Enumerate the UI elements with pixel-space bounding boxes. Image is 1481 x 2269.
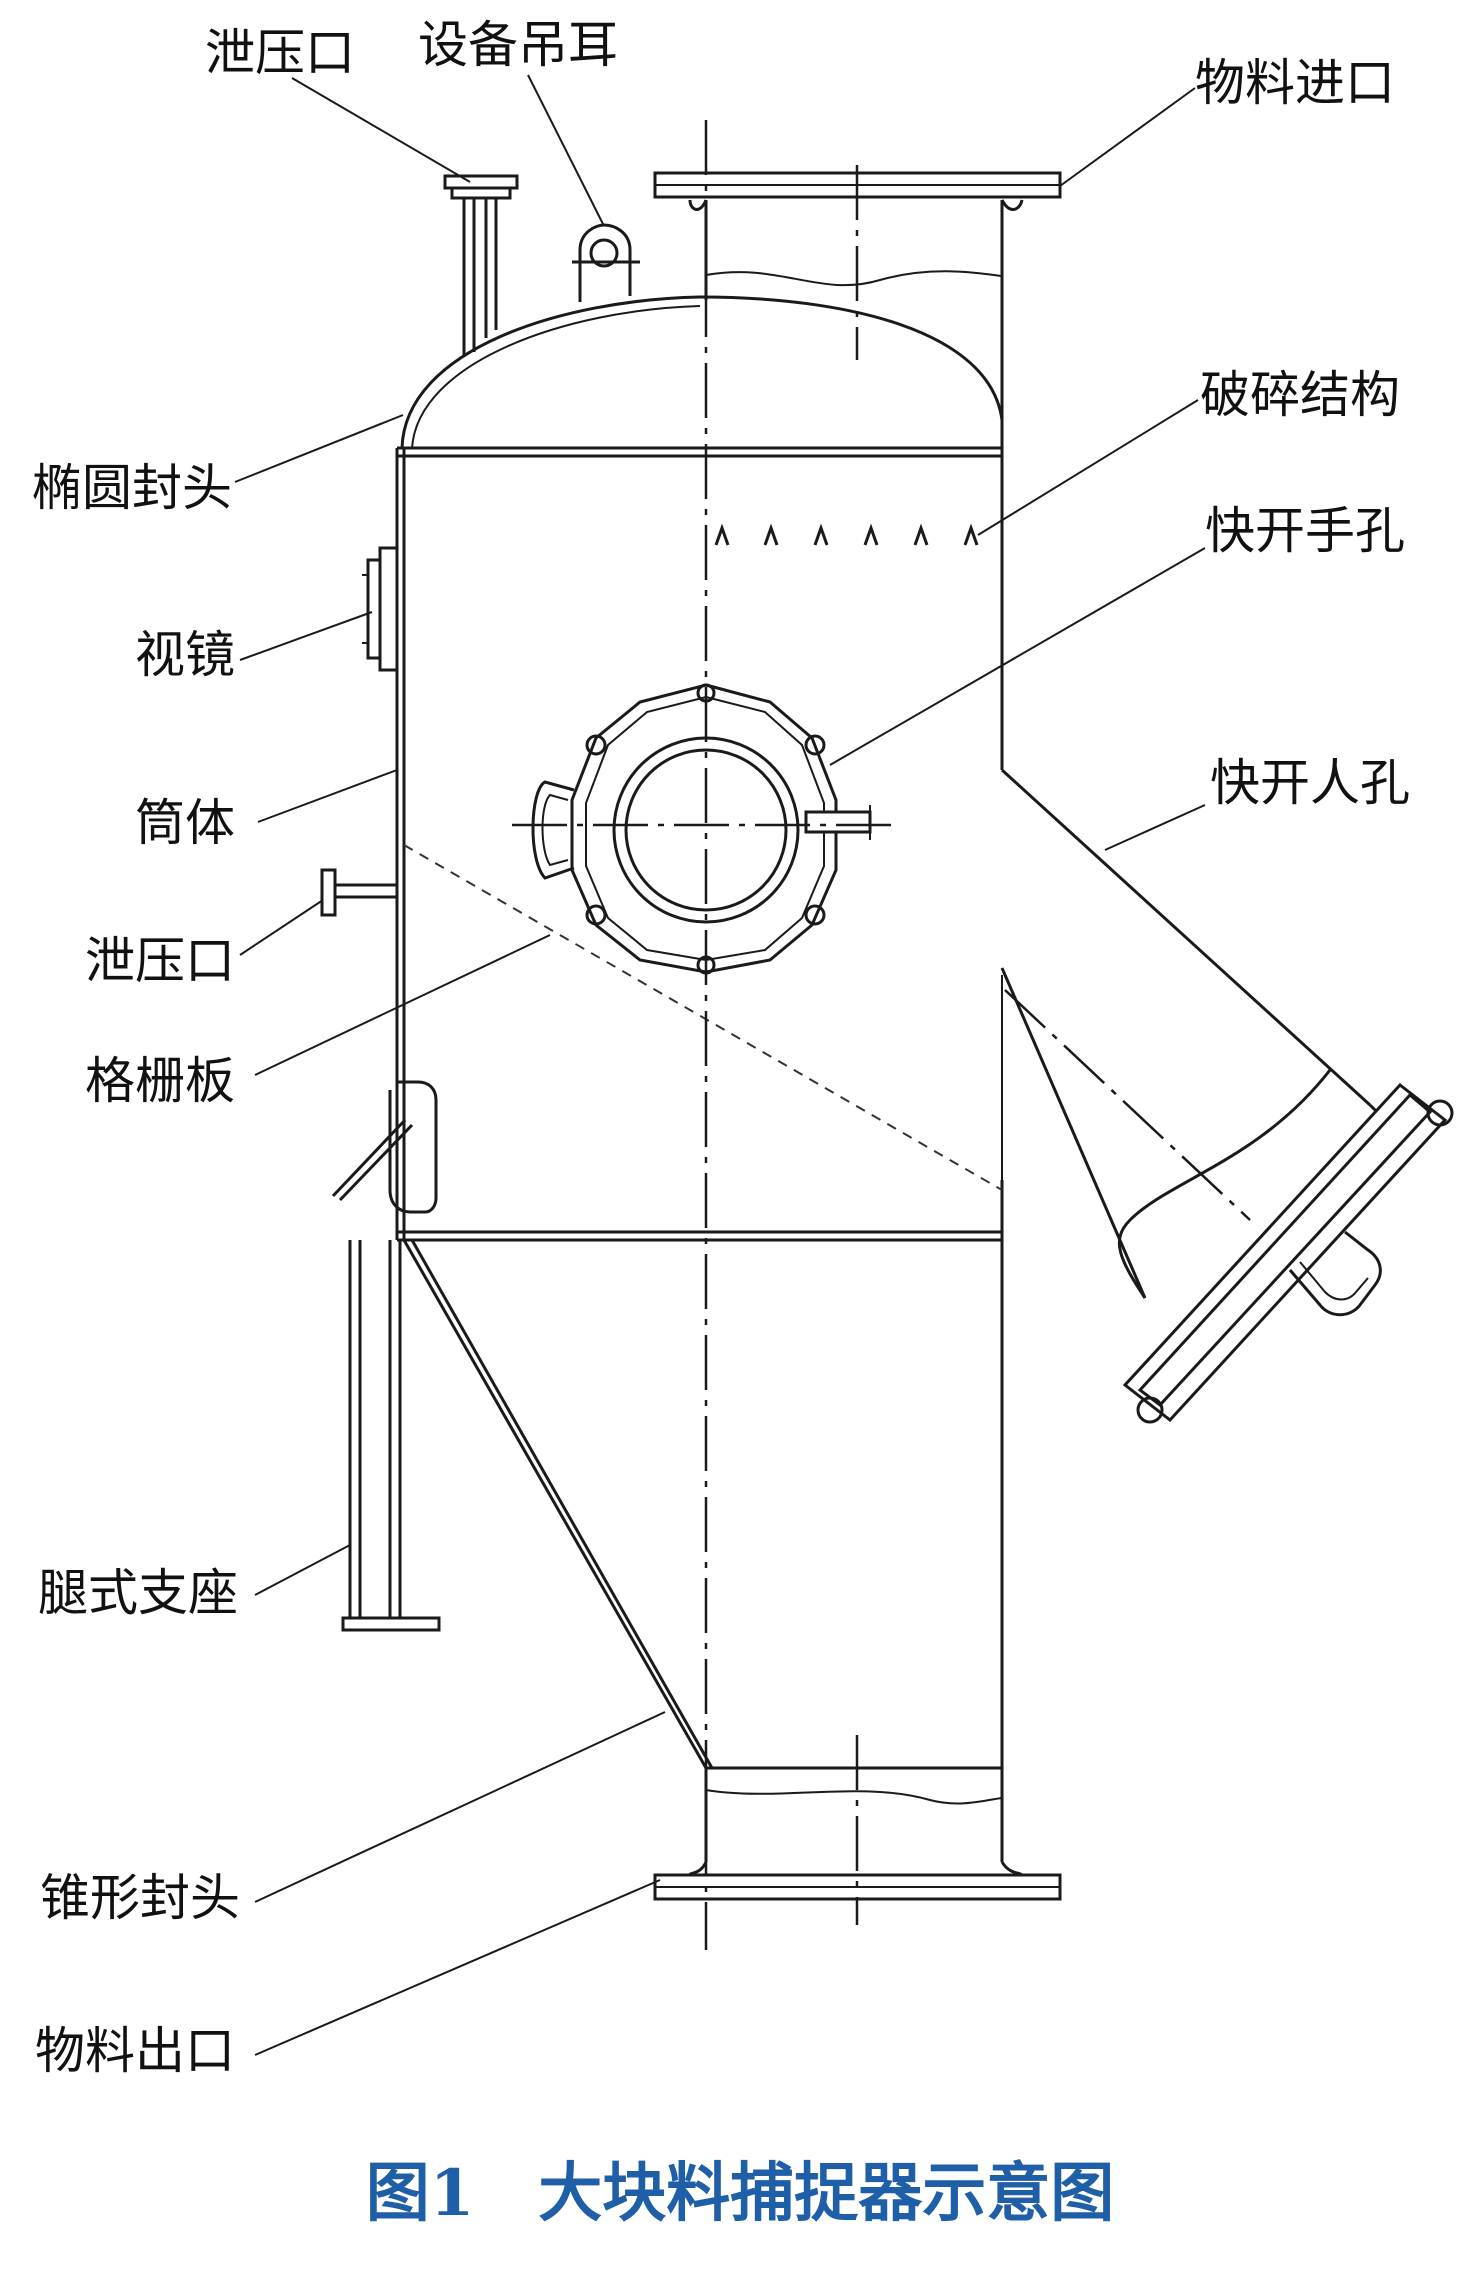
crushing-structure bbox=[714, 523, 979, 546]
label-vent-top: 泄压口 bbox=[205, 24, 355, 82]
label-quick-manhole: 快开人孔 bbox=[1210, 754, 1410, 812]
label-lifting-lug: 设备吊耳 bbox=[418, 16, 618, 74]
side-vent-nozzle bbox=[320, 868, 397, 917]
quick-manhole bbox=[1000, 768, 1454, 1424]
label-shell: 筒体 bbox=[135, 794, 235, 852]
shell-body bbox=[395, 446, 1004, 1242]
label-conical-head: 锥形封头 bbox=[40, 1869, 240, 1927]
label-leg-support: 腿式支座 bbox=[38, 1564, 238, 1622]
label-vent-side: 泄压口 bbox=[85, 932, 235, 990]
figure-caption: 图1 大块料捕捉器示意图 bbox=[366, 2156, 1115, 2231]
label-material-outlet: 物料出口 bbox=[35, 2022, 235, 2080]
top-vent-nozzle bbox=[443, 174, 519, 355]
leg-support bbox=[331, 1080, 441, 1632]
sight-glass bbox=[362, 546, 399, 672]
label-grid-plate: 格栅板 bbox=[85, 1052, 235, 1110]
elliptical-head bbox=[400, 295, 1004, 449]
outlet-nozzle bbox=[653, 1766, 1062, 1901]
leader-lines bbox=[234, 74, 1206, 2056]
label-crushing-structure: 破碎结构 bbox=[1200, 366, 1400, 424]
label-quick-hand-hole: 快开手孔 bbox=[1205, 502, 1405, 560]
conical-head bbox=[402, 1239, 1004, 1769]
label-material-inlet: 物料进口 bbox=[1195, 54, 1395, 112]
label-sight-glass: 视镜 bbox=[135, 626, 235, 684]
grid-plate bbox=[403, 844, 1003, 1191]
label-elliptical-head: 椭圆封头 bbox=[32, 459, 232, 517]
lifting-lug bbox=[572, 223, 640, 302]
